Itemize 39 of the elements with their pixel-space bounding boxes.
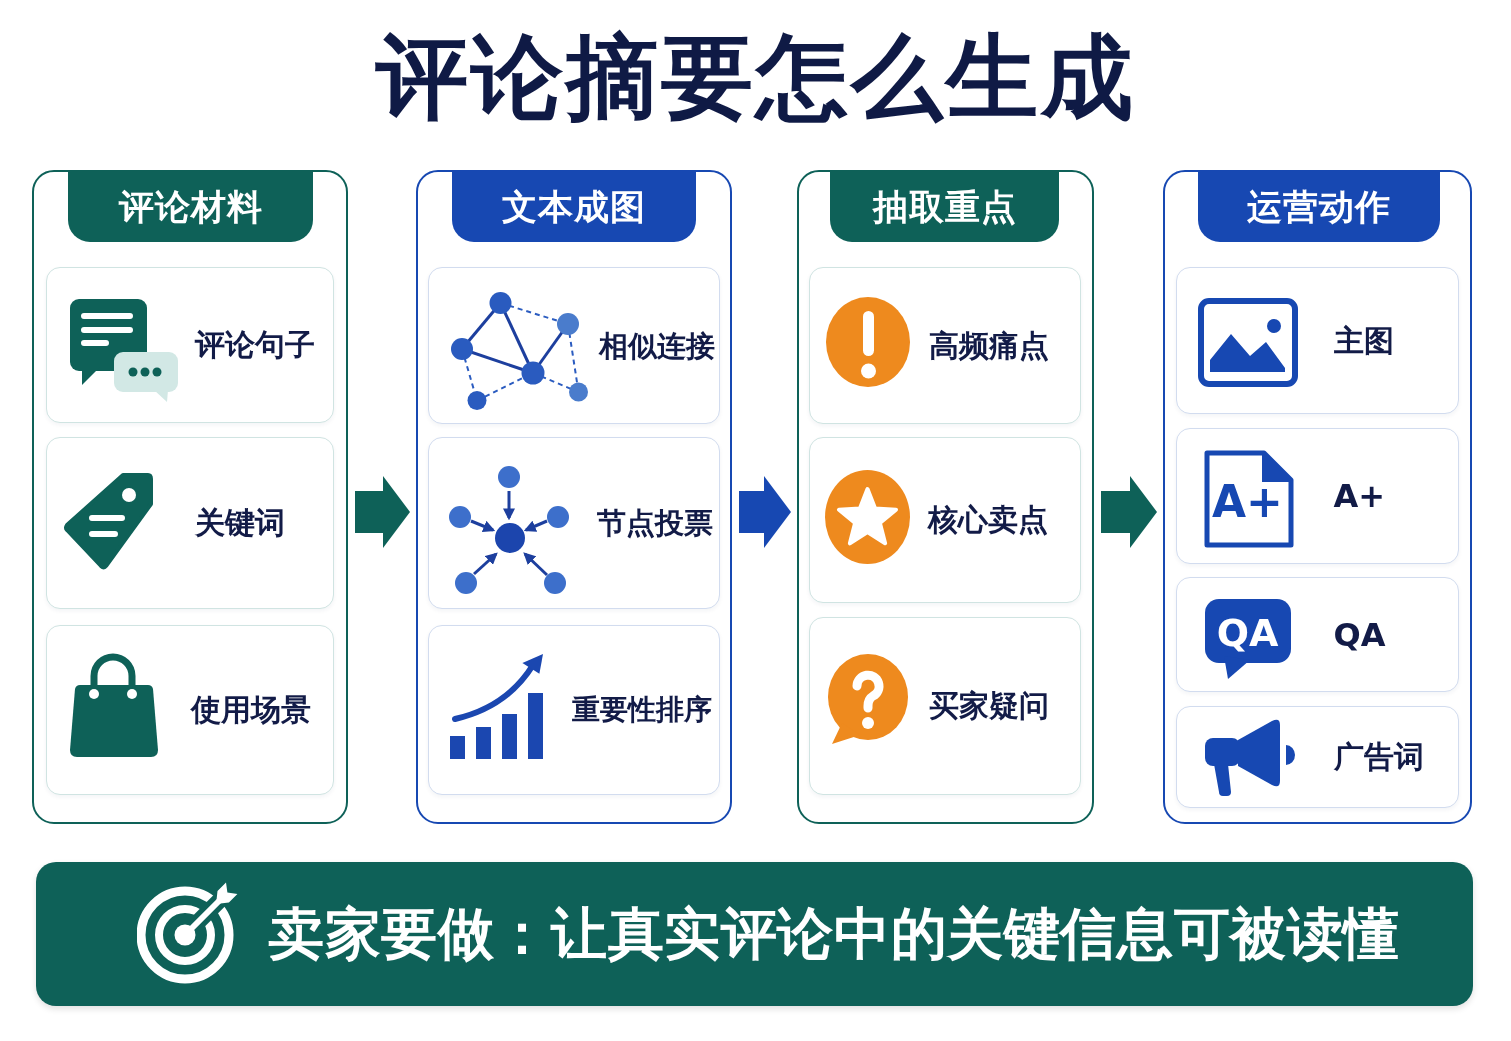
step-label: 节点投票 [596, 508, 713, 538]
card [1176, 428, 1459, 564]
panel [1163, 170, 1472, 824]
card [46, 267, 334, 423]
card [1176, 577, 1459, 692]
step-label: QA [1333, 618, 1386, 651]
heading-tab: 评论材料 [68, 170, 313, 242]
card [1176, 267, 1459, 414]
step-label: 评论句子 [194, 330, 315, 360]
step-label: 核心卖点 [927, 505, 1048, 535]
heading-tab: 运营动作 [1198, 170, 1440, 242]
step-label: 买家疑问 [928, 691, 1049, 721]
panel [32, 170, 348, 824]
step-label: 高频痛点 [928, 330, 1049, 361]
card [46, 625, 334, 795]
banner [36, 862, 1473, 1006]
step-label: 广告词 [1333, 742, 1424, 772]
card [809, 437, 1081, 603]
banner-text: 卖家要做：让真实评论中的关键信息可被读懂 [268, 906, 1400, 962]
step-label: 重要性排序 [571, 696, 712, 724]
panel [797, 170, 1094, 824]
icon-text: A+ [1212, 479, 1283, 524]
heading-tab: 抽取重点 [830, 170, 1059, 242]
card [46, 437, 334, 609]
icon-text: QA [1216, 613, 1279, 652]
title: 评论摘要怎么生成 [375, 31, 1136, 123]
step-label: 主图 [1333, 325, 1394, 356]
card [428, 267, 720, 424]
card [809, 617, 1081, 795]
card [428, 625, 720, 795]
step-label: 相似连接 [598, 331, 715, 360]
card [428, 437, 720, 609]
step-label: 使用场景 [190, 695, 311, 725]
panel [416, 170, 732, 824]
step-label: 关键词 [194, 508, 285, 538]
step-label: A+ [1333, 480, 1386, 512]
heading-tab: 文本成图 [452, 170, 696, 242]
card [1176, 706, 1459, 808]
card [809, 267, 1081, 424]
